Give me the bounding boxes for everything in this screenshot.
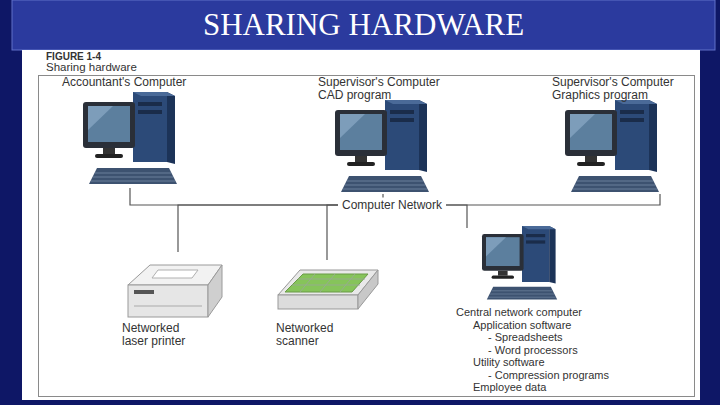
node-text: Networked laser printer — [122, 322, 206, 348]
network-cable — [130, 188, 338, 205]
scanner-grid — [292, 274, 365, 292]
node-text: - Word processors — [488, 344, 578, 357]
printer-front — [128, 285, 208, 317]
figure-caption: Sharing hardware — [46, 61, 137, 74]
network-cable — [178, 205, 338, 252]
printer-illustration — [128, 265, 222, 317]
printer-top — [128, 265, 222, 285]
node-text: CAD program — [318, 89, 391, 102]
node-text: Central network computer — [456, 306, 582, 319]
node-text: Supervisor's Computer — [318, 76, 440, 89]
slide-title: SHARING HARDWARE — [12, 7, 715, 43]
computer-illustration — [565, 100, 659, 192]
computer-illustration — [83, 92, 177, 184]
scanner-front — [278, 295, 358, 309]
node-text: Accountant's Computer — [62, 76, 186, 89]
printer-slot — [134, 306, 202, 307]
server-node: Central network computerApplication soft… — [452, 228, 666, 394]
printer-panel — [134, 290, 154, 294]
computer-node: Supervisor's ComputerCAD program — [314, 74, 454, 194]
figure-frame — [39, 76, 695, 397]
node-text: Networked scanner — [276, 322, 356, 348]
figure-panel — [22, 50, 700, 400]
scanner-node: Networked scanner — [272, 260, 382, 352]
scanner-illustration — [278, 270, 378, 309]
node-text: - Compression programs — [488, 369, 609, 382]
network-label: Computer Network — [338, 198, 446, 213]
node-text: Application software — [473, 319, 571, 332]
node-text: Supervisor's Computer — [552, 76, 674, 89]
network-cable — [446, 205, 467, 228]
node-text: - Spreadsheets — [488, 331, 563, 344]
node-text: Utility software — [473, 356, 545, 369]
printer-side — [208, 265, 222, 317]
node-text: Graphics program — [552, 89, 648, 102]
node-text: Employee data — [473, 381, 546, 394]
scanner-glass — [285, 274, 368, 292]
figure-number: FIGURE 1-4 — [46, 51, 101, 62]
node-text: Computer Network — [342, 199, 442, 212]
computer-illustration — [482, 226, 557, 300]
network-cable — [446, 194, 660, 205]
computer-node: Supervisor's ComputerGraphics program — [548, 74, 690, 194]
printer-node: Networked laser printer — [118, 252, 228, 352]
network-cable — [327, 205, 338, 260]
printer-paper — [152, 270, 198, 278]
scanner-side — [358, 270, 378, 309]
computer-node: Accountant's Computer — [58, 74, 198, 188]
title-bar — [12, 0, 715, 50]
computer-illustration — [335, 100, 429, 192]
